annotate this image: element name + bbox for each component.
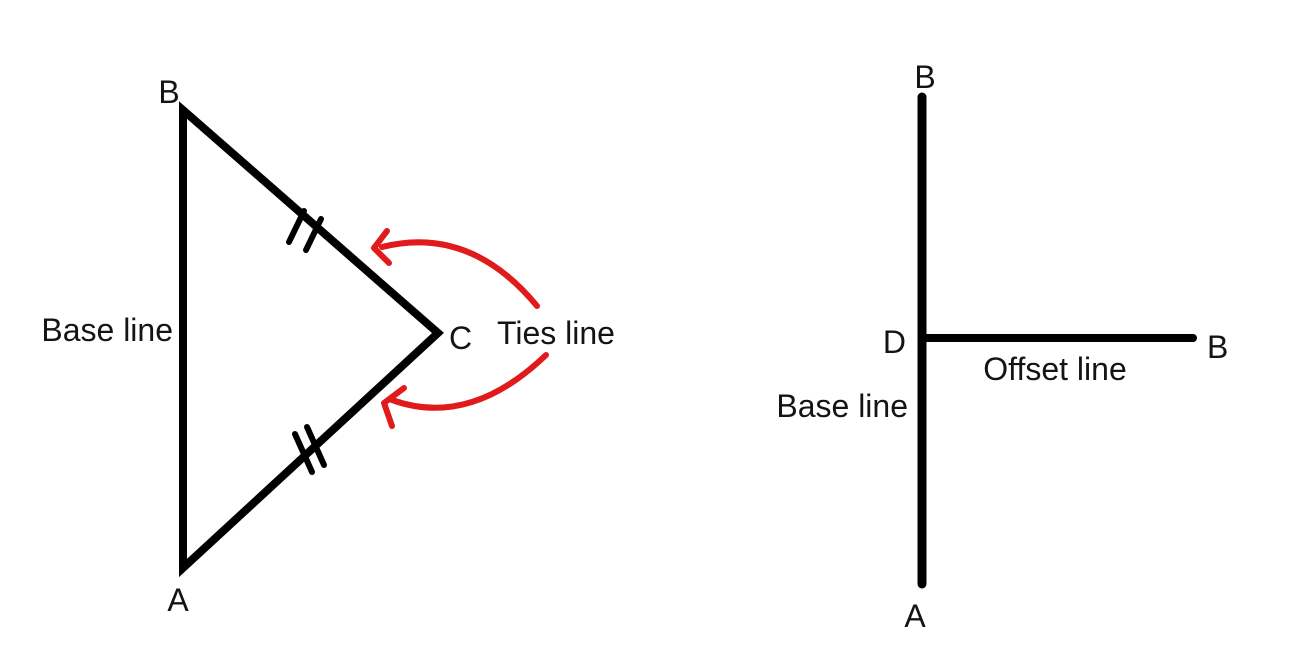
tick-mark bbox=[304, 424, 327, 468]
offset-line-diagram: B A D B Base line Offset line bbox=[776, 59, 1228, 634]
label-point-b-right: B bbox=[1207, 329, 1228, 365]
label-offset-line: Offset line bbox=[983, 351, 1126, 387]
tick-mark bbox=[292, 431, 315, 475]
label-base-line-left: Base line bbox=[41, 312, 173, 348]
label-ties-line: Ties line bbox=[497, 315, 615, 351]
curved-arrow-upper-head bbox=[371, 228, 392, 266]
ties-triangle-outline bbox=[179, 101, 444, 578]
label-point-a: A bbox=[167, 582, 189, 618]
label-point-b: B bbox=[158, 74, 179, 110]
label-point-c: C bbox=[449, 320, 472, 356]
curved-arrow-lower bbox=[381, 352, 549, 429]
curved-arrow-lower-head bbox=[381, 385, 407, 429]
label-point-d: D bbox=[883, 324, 906, 360]
label-point-a-bottom: A bbox=[904, 598, 926, 634]
curved-arrow-upper bbox=[371, 228, 540, 309]
curved-arrow-lower-shaft bbox=[389, 352, 549, 411]
label-point-b-top: B bbox=[914, 59, 935, 95]
curved-arrow-upper-shaft bbox=[379, 239, 540, 309]
tick-mark bbox=[286, 208, 307, 245]
ties-line-diagram: B A C Base line Ties line bbox=[41, 74, 615, 618]
equal-ticks-lower-tie bbox=[292, 424, 327, 475]
tick-mark bbox=[303, 216, 324, 253]
label-base-line-right: Base line bbox=[776, 388, 908, 424]
equal-ticks-upper-tie bbox=[286, 208, 324, 253]
